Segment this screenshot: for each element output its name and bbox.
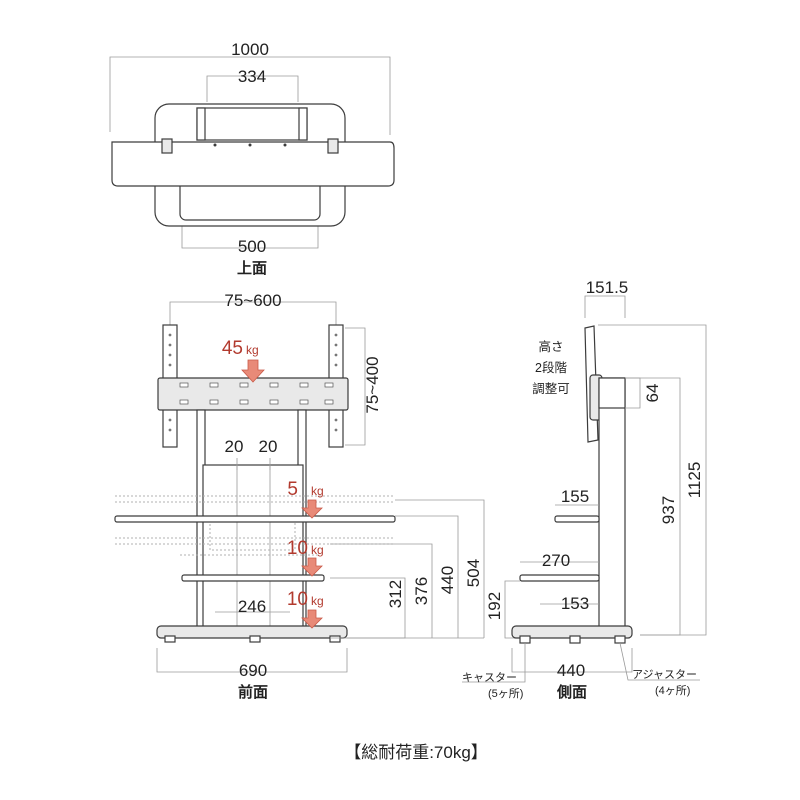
adjuster-label: アジャスター [632, 668, 697, 681]
side-pole [598, 377, 626, 629]
front-dim-vesa-width: 75~600 [224, 291, 281, 310]
load-10a-value: 10 [287, 538, 308, 559]
side-dim-64: 64 [643, 384, 662, 403]
load-45-value: 45 [222, 338, 243, 359]
top-dim-overall: 1000 [231, 40, 269, 59]
side-dim-270: 270 [542, 551, 570, 570]
caster-label: キャスター [462, 671, 517, 684]
load-5-unit: kg [311, 484, 324, 498]
side-dim-155: 155 [561, 487, 589, 506]
top-dim-base: 500 [238, 237, 266, 256]
height-note-line3: 調整可 [532, 381, 570, 396]
side-dim-1125: 1125 [685, 462, 704, 499]
front-view: 75~600 75~400 45 kg [114, 291, 485, 701]
upper-shelf [114, 515, 396, 523]
load-10a-unit: kg [311, 543, 324, 557]
top-view: 1000 334 500 上面 [109, 40, 395, 277]
load-10b-arrow [301, 609, 323, 629]
caster-count: (5ヶ所) [488, 687, 523, 700]
side-dim-937: 937 [659, 496, 678, 524]
pole-gap-right: 20 [259, 437, 278, 456]
front-view-label: 前面 [238, 683, 268, 701]
side-dim-153: 153 [561, 594, 589, 613]
front-dim-vesa-height: 75~400 [363, 356, 382, 413]
side-dim-151-5: 151.5 [586, 278, 629, 297]
front-dim-312: 312 [386, 580, 405, 608]
top-dim-bracket: 334 [238, 67, 266, 86]
total-load-label: 【総耐荷重:70kg】 [344, 743, 488, 762]
front-dim-690: 690 [239, 661, 267, 680]
height-note-line1: 高さ [538, 339, 563, 354]
adjuster-count: (4ヶ所) [655, 684, 690, 697]
top-shelf [111, 141, 395, 187]
front-dim-376: 376 [412, 577, 431, 605]
side-view: 151.5 高さ 2段階 調整可 64 937 1125 155 270 153… [462, 278, 707, 701]
load-10b-unit: kg [311, 594, 324, 608]
side-dim-192: 192 [485, 592, 504, 620]
side-view-label: 側面 [556, 683, 587, 701]
load-45-unit: kg [246, 343, 259, 357]
front-dim-504: 504 [464, 559, 483, 587]
top-view-label: 上面 [237, 260, 267, 277]
load-5-value: 5 [287, 479, 298, 500]
front-dim-440: 440 [438, 566, 457, 594]
load-45-arrow [241, 359, 265, 383]
height-note-line2: 2段階 [535, 360, 567, 375]
front-dim-246: 246 [238, 597, 266, 616]
lower-shelf [181, 574, 325, 582]
pole-gap-left: 20 [225, 437, 244, 456]
side-dim-440: 440 [557, 661, 585, 680]
side-lower-shelf [519, 574, 600, 582]
load-10b-value: 10 [287, 589, 308, 610]
load-10a-arrow [301, 557, 323, 577]
load-5-arrow [301, 499, 323, 519]
center-column [202, 464, 304, 629]
side-upper-shelf [554, 515, 600, 523]
